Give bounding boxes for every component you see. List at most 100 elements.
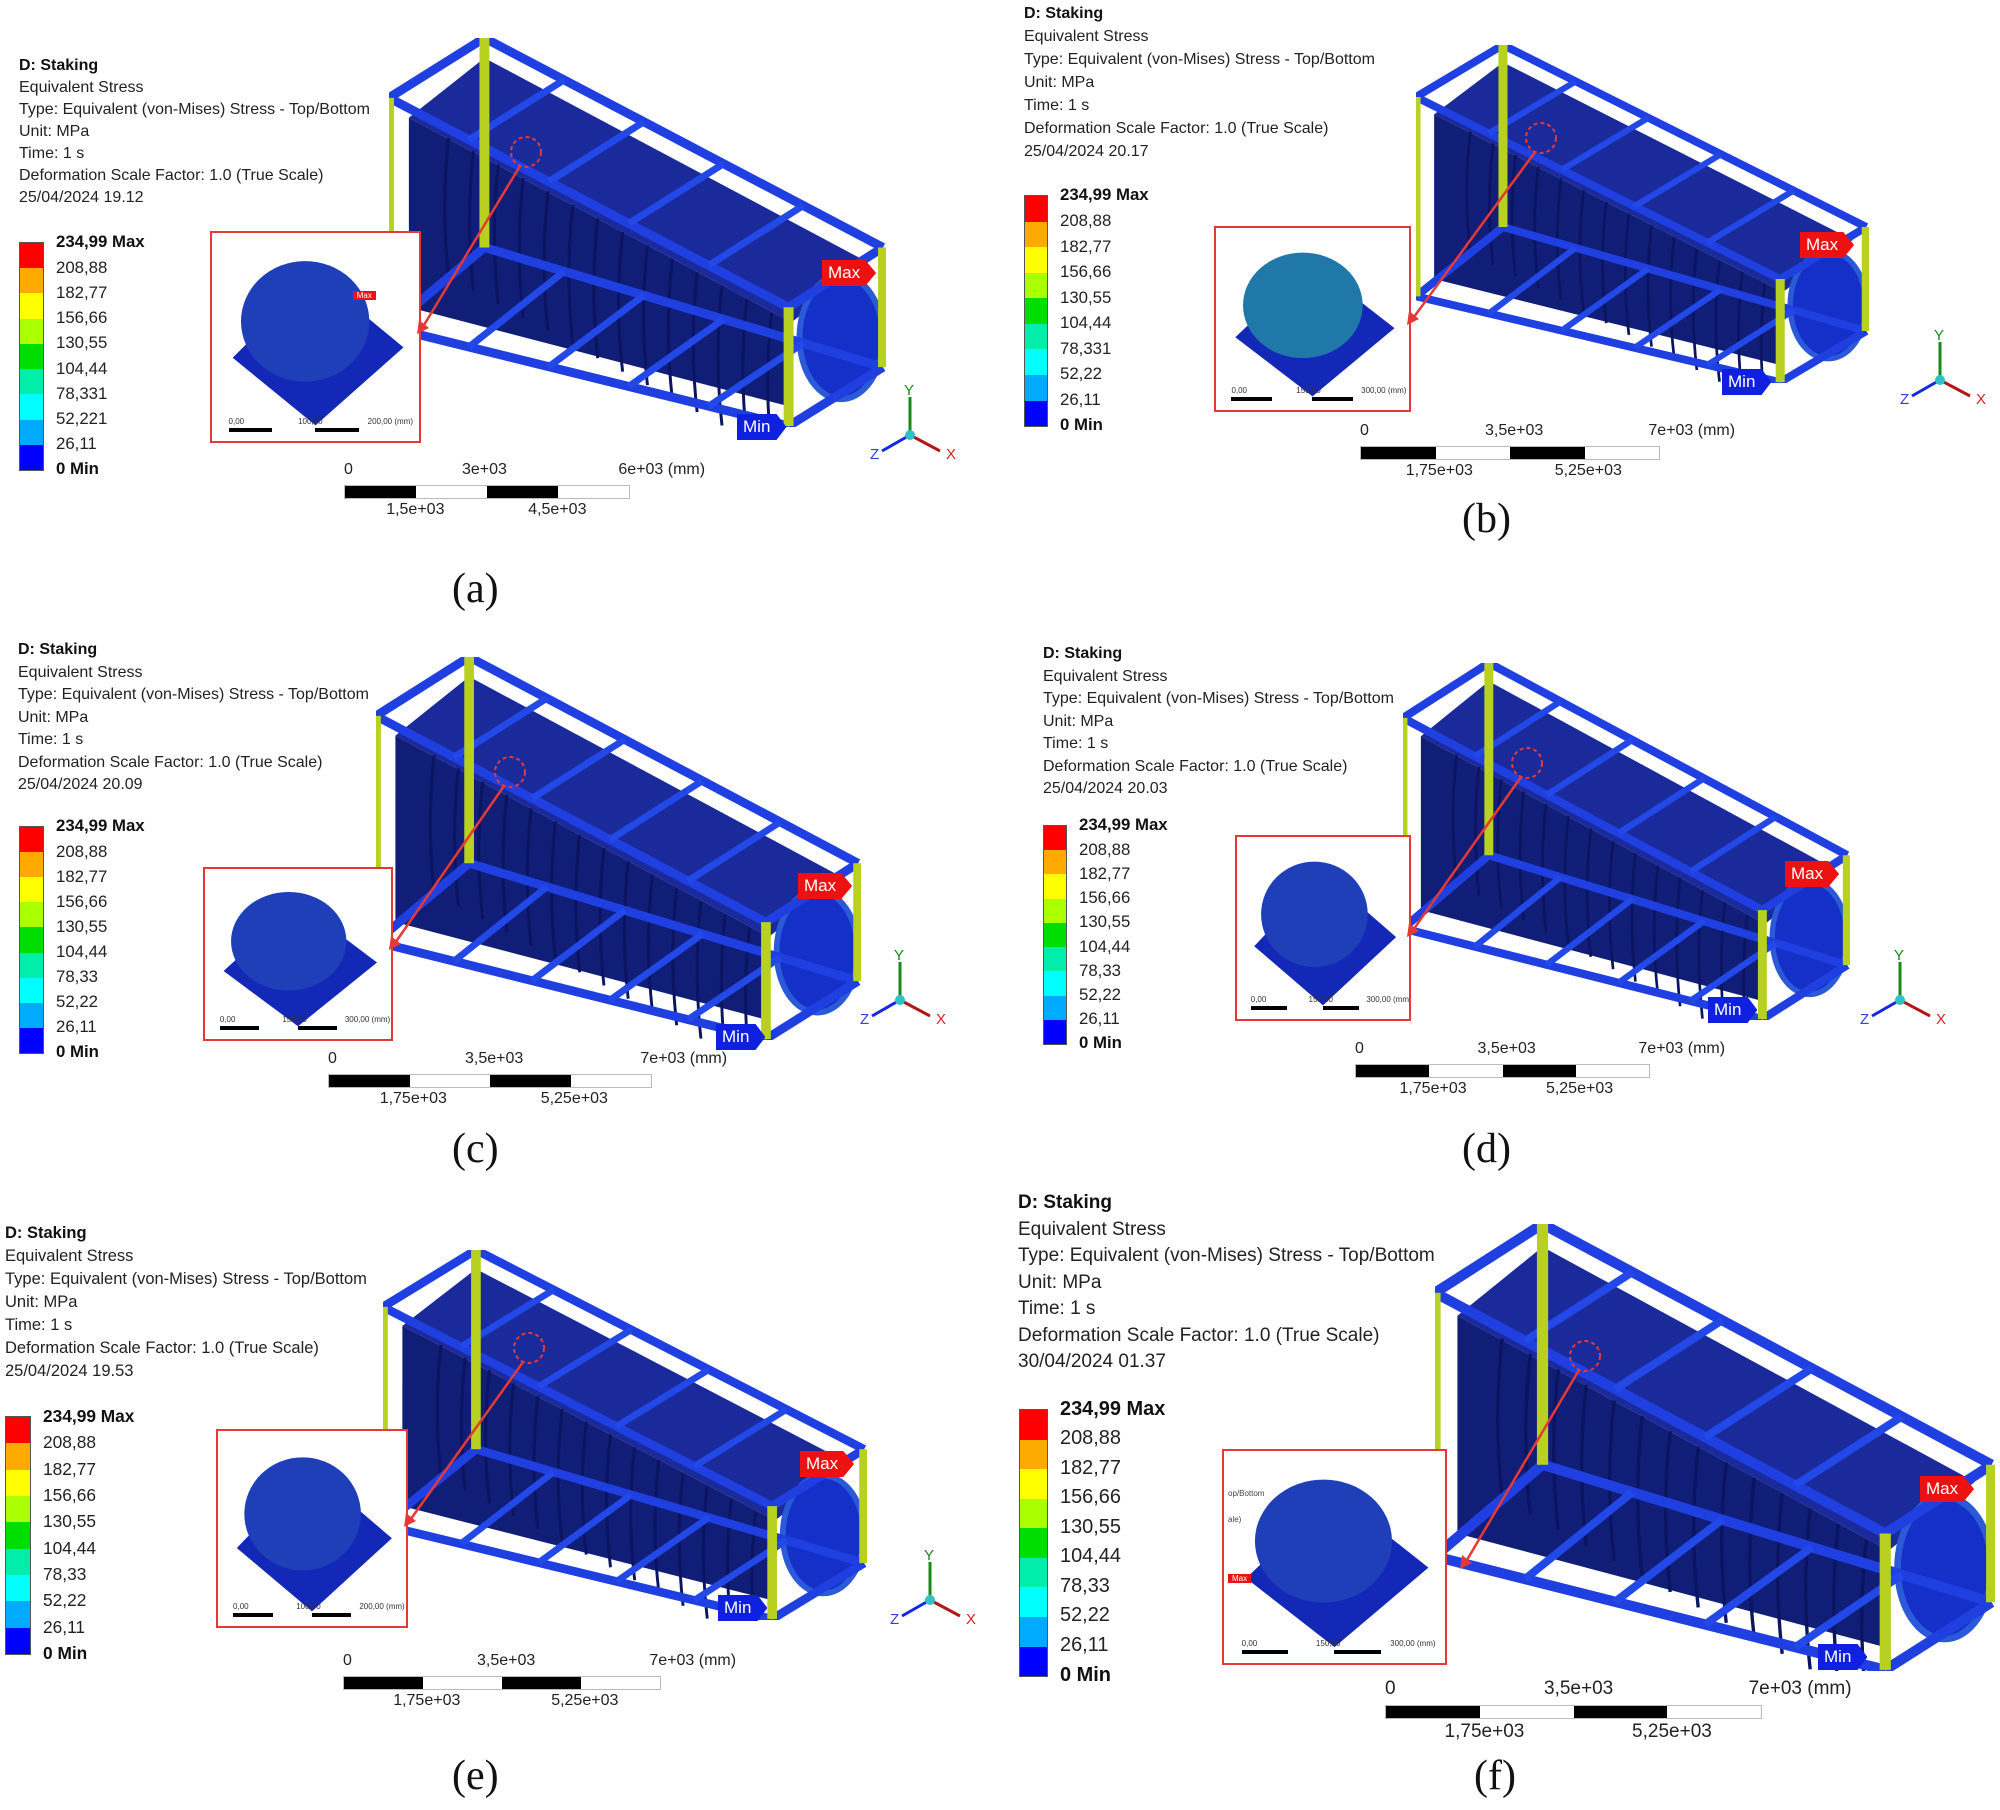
legend-band: [1044, 850, 1066, 875]
legend-band: [20, 877, 43, 903]
legend-band: [20, 952, 43, 978]
info-line: Type: Equivalent (von-Mises) Stress - To…: [1043, 690, 1394, 707]
x-axis-icon: [1939, 378, 1971, 398]
legend-label: 156,66: [1060, 262, 1112, 282]
legend-band: [6, 1574, 30, 1602]
frame-beam: [383, 1303, 775, 1510]
panel-caption: (a): [452, 566, 499, 612]
container-model-view[interactable]: [1403, 663, 1850, 1020]
frame-beam: [483, 243, 885, 372]
legend-band: [20, 827, 43, 853]
tank-rib: [1759, 283, 1767, 383]
legend-band: [20, 369, 43, 395]
tank-rib: [1748, 1477, 1756, 1639]
info-line: Deformation Scale Factor: 1.0 (True Scal…: [18, 753, 323, 771]
triad-origin: [925, 1595, 935, 1605]
legend-label: 156,66: [56, 308, 108, 328]
legend-band: [1020, 1616, 1047, 1647]
scale-label-bottom: 1,75e+03: [1444, 1721, 1525, 1742]
legend-label: 234,99 Max: [56, 816, 145, 836]
cross-beam: [1545, 737, 1634, 798]
inset-scale-fill: [1250, 1006, 1287, 1010]
nozzle-detail-view: [236, 1457, 392, 1612]
tank-rib: [1652, 865, 1660, 995]
legend-band: [20, 902, 43, 928]
legend-band: [20, 293, 43, 319]
legend-label: 52,22: [1060, 1604, 1110, 1627]
container-model-view[interactable]: [376, 657, 861, 1040]
inset-scale-fill: [1312, 397, 1353, 401]
frame-beam: [1501, 45, 1869, 231]
legend-band: [1025, 247, 1047, 273]
min-marker: Min: [1722, 369, 1772, 395]
tank-rib: [744, 927, 751, 1040]
cross-beam: [1544, 896, 1635, 968]
panel-caption: (e): [452, 1753, 499, 1799]
tank-rib: [629, 1447, 637, 1581]
legend-label: 104,44: [56, 358, 108, 378]
tank-rib: [592, 218, 600, 359]
color-legend-bar: [1043, 825, 1067, 1045]
scale-label-bottom: 5,25e+03: [1554, 462, 1622, 479]
tank-rib: [1692, 1446, 1700, 1608]
cross-beam: [692, 1406, 789, 1470]
info-line: Unit: MPa: [19, 123, 90, 140]
info-line: Equivalent Stress: [1043, 667, 1168, 685]
container-model-view[interactable]: [383, 1250, 867, 1620]
legend-label: 182,77: [56, 282, 108, 302]
cross-beam: [1705, 188, 1796, 246]
legend-label: 156,66: [56, 891, 108, 911]
legend-band: [1025, 196, 1047, 222]
inset-scale-label: 300,00 (mm): [1390, 1639, 1436, 1648]
axis-label: Y: [904, 385, 914, 399]
cross-beam: [1688, 814, 1778, 875]
info-line: Type: Equivalent (von-Mises) Stress - To…: [18, 686, 369, 703]
cross-beam: [546, 118, 646, 185]
frame-beam: [769, 1559, 867, 1620]
container-model-view[interactable]: [1435, 1224, 1995, 1671]
frame-beam: [1501, 223, 1868, 335]
scale-label-top: 0: [1355, 1040, 1364, 1057]
frame-beam: [1760, 961, 1850, 1020]
container-model-view[interactable]: [389, 38, 886, 427]
x-axis-icon: [909, 433, 941, 453]
nozzle-detail-view: [1246, 1479, 1429, 1648]
legend-label: 182,77: [56, 866, 108, 886]
scale-bar: [344, 485, 630, 499]
info-line: Equivalent Stress: [1018, 1218, 1166, 1240]
legend-label: 78,33: [56, 967, 98, 987]
legend-band: [6, 1548, 30, 1575]
scale-label-top: 6e+03 (mm): [618, 461, 706, 478]
panel-caption: (d): [1462, 1126, 1511, 1172]
legend-band: [1044, 947, 1066, 972]
legend-band: [1025, 400, 1047, 427]
info-line: 25/04/2024 20.17: [1024, 143, 1149, 160]
legend-band: [1020, 1439, 1047, 1470]
container-top: [395, 676, 844, 937]
x-axis-icon: [899, 998, 931, 1018]
legend-band: [1044, 874, 1066, 899]
frame-beam: [1435, 1551, 1887, 1671]
cross-beam: [1559, 115, 1650, 173]
inset-scale-label: 200,00 (mm): [367, 417, 413, 426]
inset-scale-fill: [315, 428, 359, 432]
legend-label: 208,88: [1060, 210, 1112, 230]
inset-scale-label: 100,00: [298, 417, 323, 426]
info-line: Type: Equivalent (von-Mises) Stress - To…: [19, 101, 370, 118]
analysis-title: D: Staking: [5, 1224, 87, 1242]
scale-label-top: 3,5e+03: [1544, 1678, 1614, 1699]
legend-label: 0 Min: [56, 1042, 99, 1062]
container-model-view[interactable]: [1416, 45, 1869, 383]
legend-band: [1025, 272, 1047, 299]
info-line: Type: Equivalent (von-Mises) Stress - To…: [1024, 51, 1375, 68]
legend-label: 26,11: [1079, 1009, 1120, 1029]
frame-beam: [389, 322, 790, 427]
inset-scale-label: 300,00 (mm): [1366, 995, 1411, 1004]
legend-band: [20, 268, 43, 294]
legend-label: 234,99 Max: [1079, 815, 1168, 835]
scale-label-top: 7e+03 (mm): [649, 1652, 737, 1669]
frame-beam: [376, 712, 768, 927]
tank-container-mesh: [1435, 1224, 1995, 1671]
